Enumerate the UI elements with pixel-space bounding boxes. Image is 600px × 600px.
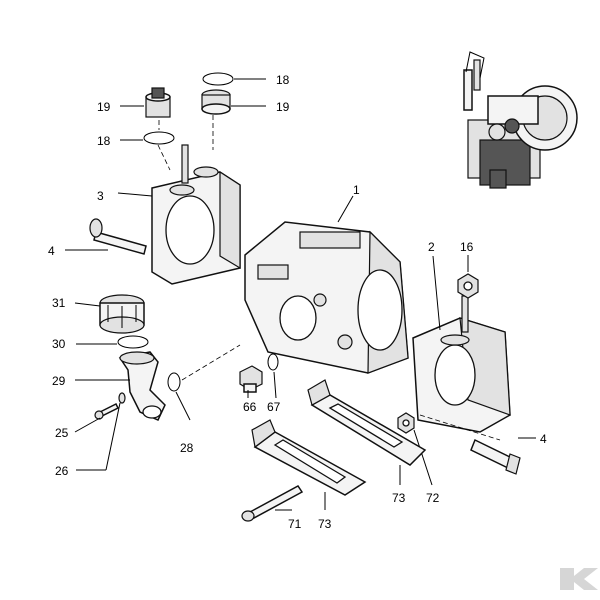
part-25-screw: [74, 402, 120, 433]
part-73-bracket-lower: [251, 419, 367, 510]
callout-3: 3: [97, 189, 104, 203]
assembled-pump-thumbnail: [463, 51, 578, 189]
part-31-cap: [74, 294, 145, 334]
callout-73-right: 73: [392, 491, 406, 505]
callout-1: 1: [353, 183, 360, 197]
part-66-plug: [239, 365, 263, 398]
callout-31: 31: [52, 296, 66, 310]
part-67-oring: [267, 353, 279, 399]
part-73-bracket-upper: [307, 379, 427, 485]
callout-16: 16: [460, 240, 474, 254]
part-4-bolt-right: [470, 437, 536, 475]
callout-73-lower: 73: [318, 517, 332, 531]
callout-25: 25: [55, 426, 69, 440]
part-2-head-right: [412, 255, 511, 433]
part-28-oring-small: [167, 372, 191, 421]
callout-18-left: 18: [97, 134, 111, 148]
part-19-valve-left: [120, 87, 171, 118]
part-71-bolt: [241, 485, 304, 522]
part-16-nut: [457, 255, 479, 299]
part-19-valve-right: [201, 89, 266, 115]
part-30-oring: [76, 335, 149, 349]
callout-30: 30: [52, 337, 66, 351]
callout-67: 67: [267, 400, 281, 414]
part-26-washer: [76, 392, 126, 471]
part-29-elbow-fitting: [75, 351, 166, 421]
callout-19-left: 19: [97, 100, 111, 114]
part-4-bolt-left: [65, 218, 147, 255]
callout-18-top: 18: [276, 73, 290, 87]
part-1-pump-body: [244, 195, 409, 374]
part-18-oring-left: [120, 131, 175, 145]
k-logo-icon: [560, 568, 598, 590]
part-72-nut: [397, 412, 433, 486]
callout-19-right: 19: [276, 100, 290, 114]
part-18-oring-upper: [202, 72, 266, 86]
callout-71: 71: [288, 517, 302, 531]
callout-66: 66: [243, 400, 257, 414]
callout-28: 28: [180, 441, 194, 455]
callout-2: 2: [428, 240, 435, 254]
callout-72: 72: [426, 491, 440, 505]
callout-4-right: 4: [540, 432, 547, 446]
callout-29: 29: [52, 374, 66, 388]
callout-26: 26: [55, 464, 69, 478]
callout-4-left: 4: [48, 244, 55, 258]
part-3-head-left: [117, 144, 241, 285]
